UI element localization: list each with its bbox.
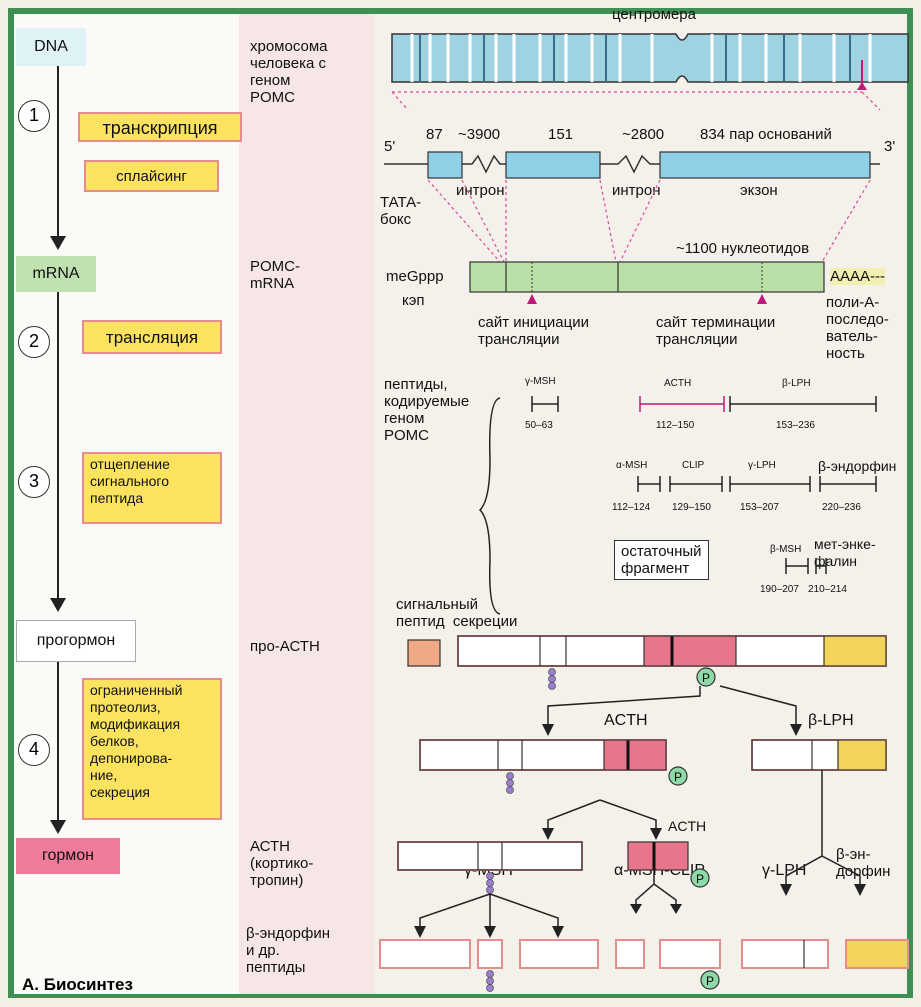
peptides-header: пептиды, кодируемые геном POMC <box>384 376 470 444</box>
translation-label: трансляция <box>82 320 222 354</box>
intron2-size: ~2800 <box>622 126 665 143</box>
beta-lph-range: 153–236 <box>776 420 815 431</box>
gamma-msh-range: 50–63 <box>525 420 553 431</box>
prohormone-box: прогормон <box>16 620 136 662</box>
clip-range: 129–150 <box>672 502 711 513</box>
cascade-acth2-label: ACTH <box>668 818 707 834</box>
acth-peptide-range: 112–150 <box>656 420 695 431</box>
three-prime-label: 3' <box>884 138 896 155</box>
exon3-size: 834 пар оснований <box>700 126 832 143</box>
polya-description: поли-А- последо- ватель- ность <box>826 294 889 362</box>
beta-endorphin-range: 220–236 <box>822 502 861 513</box>
arrowhead-prohormone <box>50 598 66 612</box>
polya-tail-label: AAAA--- <box>830 268 886 285</box>
intron2-label: интрон <box>612 182 661 199</box>
transcription-label: транскрипция <box>78 112 242 142</box>
cascade-beta-lph-label: β-LPH <box>808 712 854 729</box>
cascade-acth-label: ACTH <box>604 712 648 729</box>
acth-corticotropin-label: АСТН (кортико- тропин) <box>250 838 314 889</box>
centromere-label: центромера <box>612 6 696 23</box>
signal-cleavage-label: отщепление сигнального пептида <box>82 452 222 524</box>
term-site-label: сайт терминации трансляции <box>656 314 776 348</box>
hormone-box: гормон <box>16 838 120 874</box>
beta-lph-label: β-LPH <box>782 378 811 389</box>
pomc-mrna-label: POMC- mRNA <box>250 258 300 292</box>
alpha-msh-label: α-MSH <box>616 460 648 471</box>
step-4: 4 <box>18 734 50 766</box>
beta-endorphin-peptides-label: β-эндорфин и др. пептиды <box>246 925 331 976</box>
intron1-label: интрон <box>456 182 505 199</box>
beta-endorphin-product: β-эн- дорфин <box>836 846 891 880</box>
figure-frame <box>8 8 913 998</box>
residual-fragment-label: остаточный фрагмент <box>614 540 709 580</box>
exon2-size: 151 <box>548 126 574 143</box>
met-enkephalin-range: 210–214 <box>808 584 847 595</box>
gamma-msh-product: γ-MSH <box>464 862 513 879</box>
cap-structure-label: meGppp <box>386 268 444 285</box>
exon-label: экзон <box>740 182 778 199</box>
flow-arrow-3 <box>57 662 59 824</box>
dna-box: DNA <box>16 28 86 66</box>
flow-arrow-2 <box>57 292 59 602</box>
splicing-label: сплайсинг <box>84 160 219 192</box>
tata-box-label: ТАТА- бокс <box>380 194 422 228</box>
mrna-length-label: ~1100 нуклеотидов <box>676 240 810 257</box>
beta-msh-label: β-MSH <box>770 544 802 555</box>
intron1-size: ~3900 <box>458 126 501 143</box>
gamma-msh-label: γ-MSH <box>525 376 556 387</box>
step-2: 2 <box>18 326 50 358</box>
gamma-lph-label: γ-LPH <box>748 460 776 471</box>
step-3: 3 <box>18 466 50 498</box>
gamma-lph-product: γ-LPH <box>762 862 807 879</box>
acth-peptide-label: ACTH <box>664 378 692 389</box>
beta-msh-range: 190–207 <box>760 584 799 595</box>
figure-title: А. Биосинтез <box>22 975 133 994</box>
init-site-label: сайт инициации трансляции <box>478 314 589 348</box>
beta-endorphin-peptide-label: β-эндорфин <box>818 458 897 474</box>
alpha-msh-range: 112–124 <box>612 502 651 513</box>
met-enkephalin-label: мет-энке- фалин <box>814 536 876 569</box>
arrowhead-mrna <box>50 236 66 250</box>
five-prime-label: 5' <box>384 138 396 155</box>
cap-label: кэп <box>402 292 425 309</box>
exon1-size: 87 <box>426 126 443 143</box>
chromosome-label: хромосома человека с геном POMC <box>250 38 328 106</box>
main-flow-arrow <box>57 66 59 242</box>
processing-label: ограниченный протеолиз, модификация белк… <box>82 678 222 820</box>
middle-column <box>239 14 374 994</box>
clip-label: CLIP <box>682 460 705 471</box>
signal-peptide-label: сигнальный пептид секреции <box>396 596 518 630</box>
pro-acth-label: про-АСТН <box>250 638 320 655</box>
step-1: 1 <box>18 100 50 132</box>
arrowhead-hormone <box>50 820 66 834</box>
alpha-msh-clip-product: α-MSH-CLIP <box>614 862 706 879</box>
gamma-lph-range: 153–207 <box>740 502 779 513</box>
mrna-box: mRNA <box>16 256 96 292</box>
